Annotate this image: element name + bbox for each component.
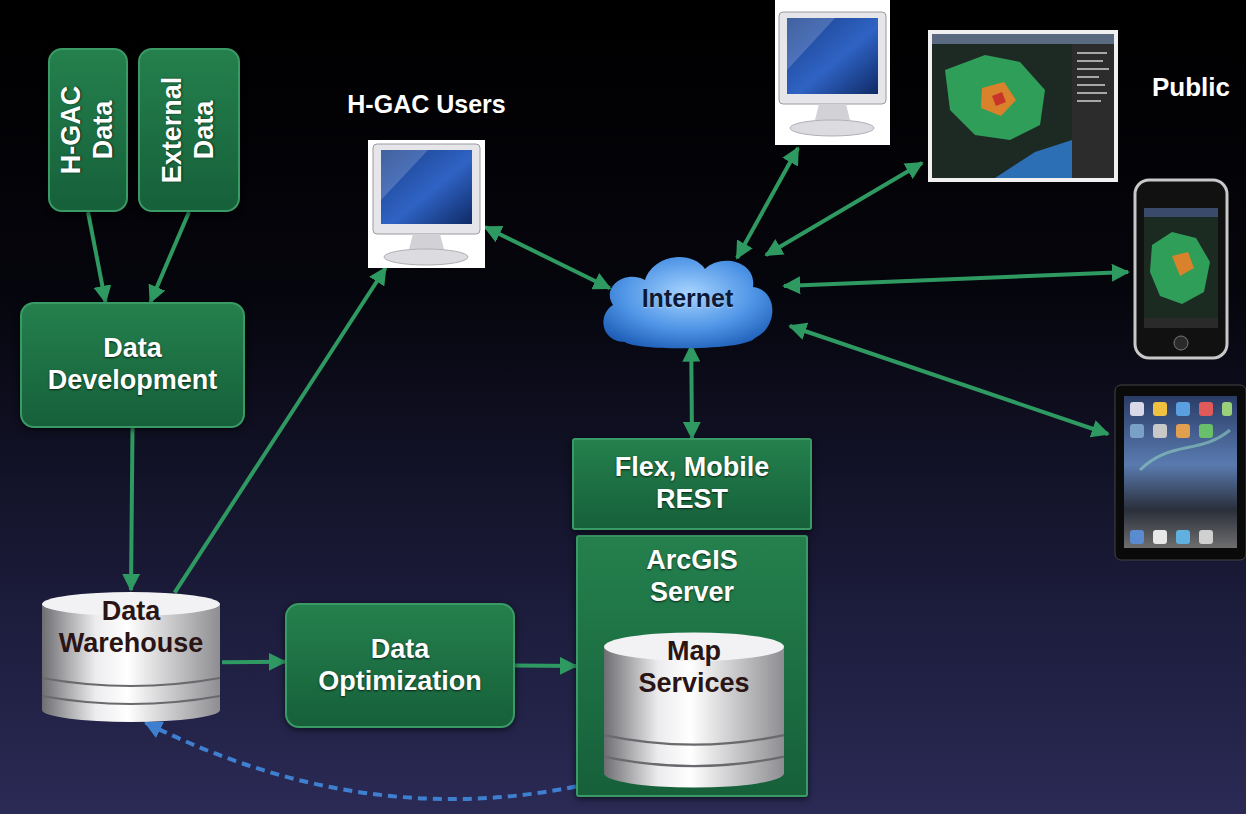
database-cylinder: Map Services bbox=[602, 630, 786, 790]
flow-arrow bbox=[689, 345, 694, 438]
node-text: Internet bbox=[642, 284, 734, 314]
process-box: Data Development bbox=[20, 302, 245, 428]
node-text: H-GAC Data bbox=[56, 75, 120, 185]
public-monitor bbox=[775, 0, 890, 145]
public-links bbox=[737, 148, 1128, 434]
server-box: ArcGIS ServerMap Services bbox=[576, 535, 808, 797]
flow-arrow bbox=[485, 227, 610, 288]
node-text: Map Services bbox=[614, 636, 774, 700]
internet-cloud: Internet bbox=[595, 245, 780, 353]
monitor-icon bbox=[368, 140, 485, 268]
source-box: External Data bbox=[138, 48, 240, 212]
node-text: Flex, Mobile REST bbox=[582, 452, 802, 516]
source-box: H-GAC Data bbox=[48, 48, 128, 212]
node-text: H-GAC Users bbox=[347, 90, 505, 120]
user-workstation: H-GAC Users bbox=[368, 140, 485, 268]
node-text: External Data bbox=[157, 64, 221, 196]
node-text: ArcGIS Server bbox=[612, 545, 772, 609]
group-label: Public bbox=[1152, 72, 1230, 103]
feedback-arrow bbox=[146, 723, 576, 799]
flow-arrow bbox=[131, 428, 133, 590]
flow-arrow bbox=[151, 212, 190, 302]
flow-arrow bbox=[88, 212, 106, 302]
tablet bbox=[1115, 385, 1246, 560]
interface-box: Flex, Mobile REST bbox=[572, 438, 812, 530]
database-cylinder: Data Warehouse bbox=[40, 590, 222, 724]
flow-arrow bbox=[222, 660, 285, 665]
process-box: Data Optimization bbox=[285, 603, 515, 728]
node-text: Data Warehouse bbox=[51, 596, 211, 660]
node-text: Data Development bbox=[30, 333, 235, 397]
map-screenshot bbox=[928, 30, 1118, 182]
phone bbox=[1135, 180, 1227, 358]
flow-arrow bbox=[515, 664, 576, 669]
node-text: Data Optimization bbox=[295, 634, 505, 698]
